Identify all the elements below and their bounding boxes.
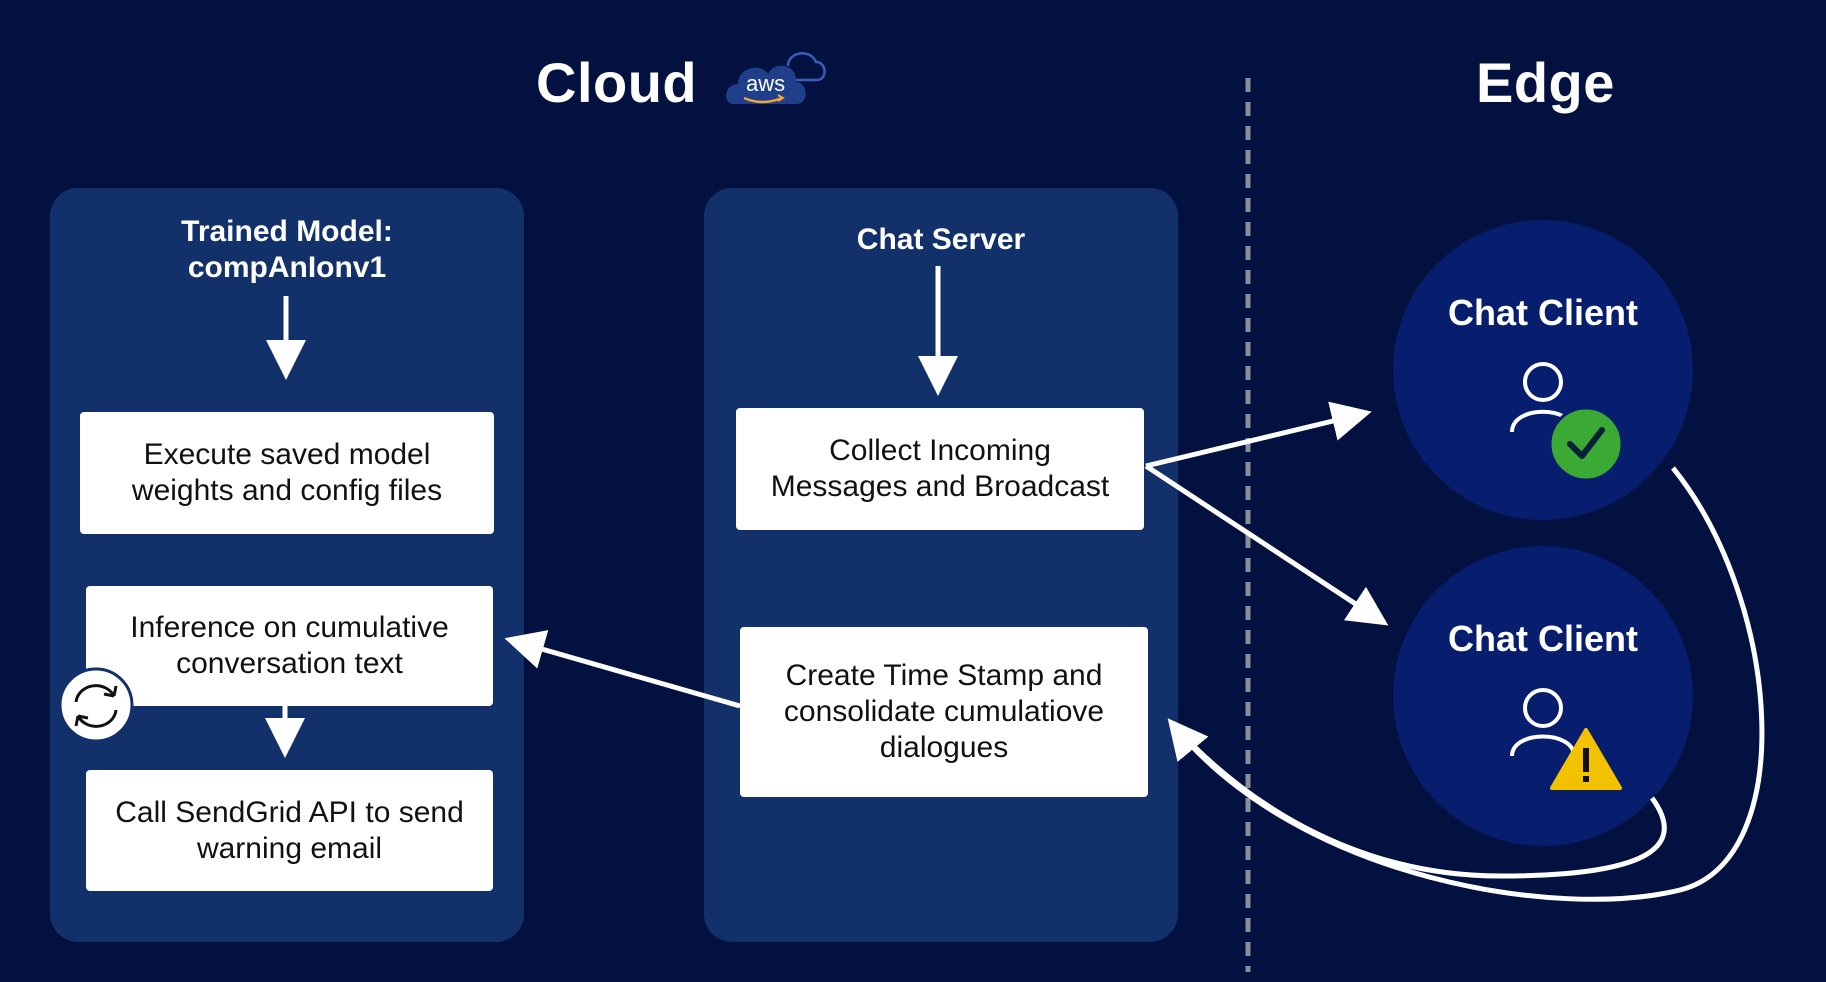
user-icon [1510, 688, 1576, 757]
edge-heading: Edge [1476, 51, 1615, 114]
arrow-client1-return [1167, 466, 1765, 902]
arrow-broadcast-client1 [1145, 401, 1372, 469]
aws-logo: aws [726, 38, 826, 108]
warning-triangle-icon [1550, 728, 1622, 790]
model-panel-title: Trained Model: compAnIonv1 [50, 214, 524, 286]
aws-cloud-icon: aws [726, 52, 826, 104]
arrow-timestamp-to-inference [504, 630, 741, 709]
check-badge-icon [1548, 406, 1624, 482]
arrow-broadcast-client2 [1144, 463, 1389, 626]
refresh-icon [58, 667, 134, 743]
chat-server-panel: Chat Server [704, 188, 1178, 942]
chat-client-warning: Chat Client [1393, 546, 1693, 846]
server-panel-title: Chat Server [856, 223, 1026, 256]
client-title: Chat Client [1447, 618, 1638, 659]
arrow-client2-return [1172, 724, 1667, 879]
client-title: Chat Client [1447, 292, 1638, 333]
model-title-line1: Trained Model: [181, 215, 393, 248]
model-title-line2: compAnIonv1 [187, 251, 387, 284]
chat-client-ok: Chat Client [1393, 220, 1693, 520]
cloud-heading: Cloud [536, 51, 698, 114]
svg-text:aws: aws [746, 71, 785, 96]
